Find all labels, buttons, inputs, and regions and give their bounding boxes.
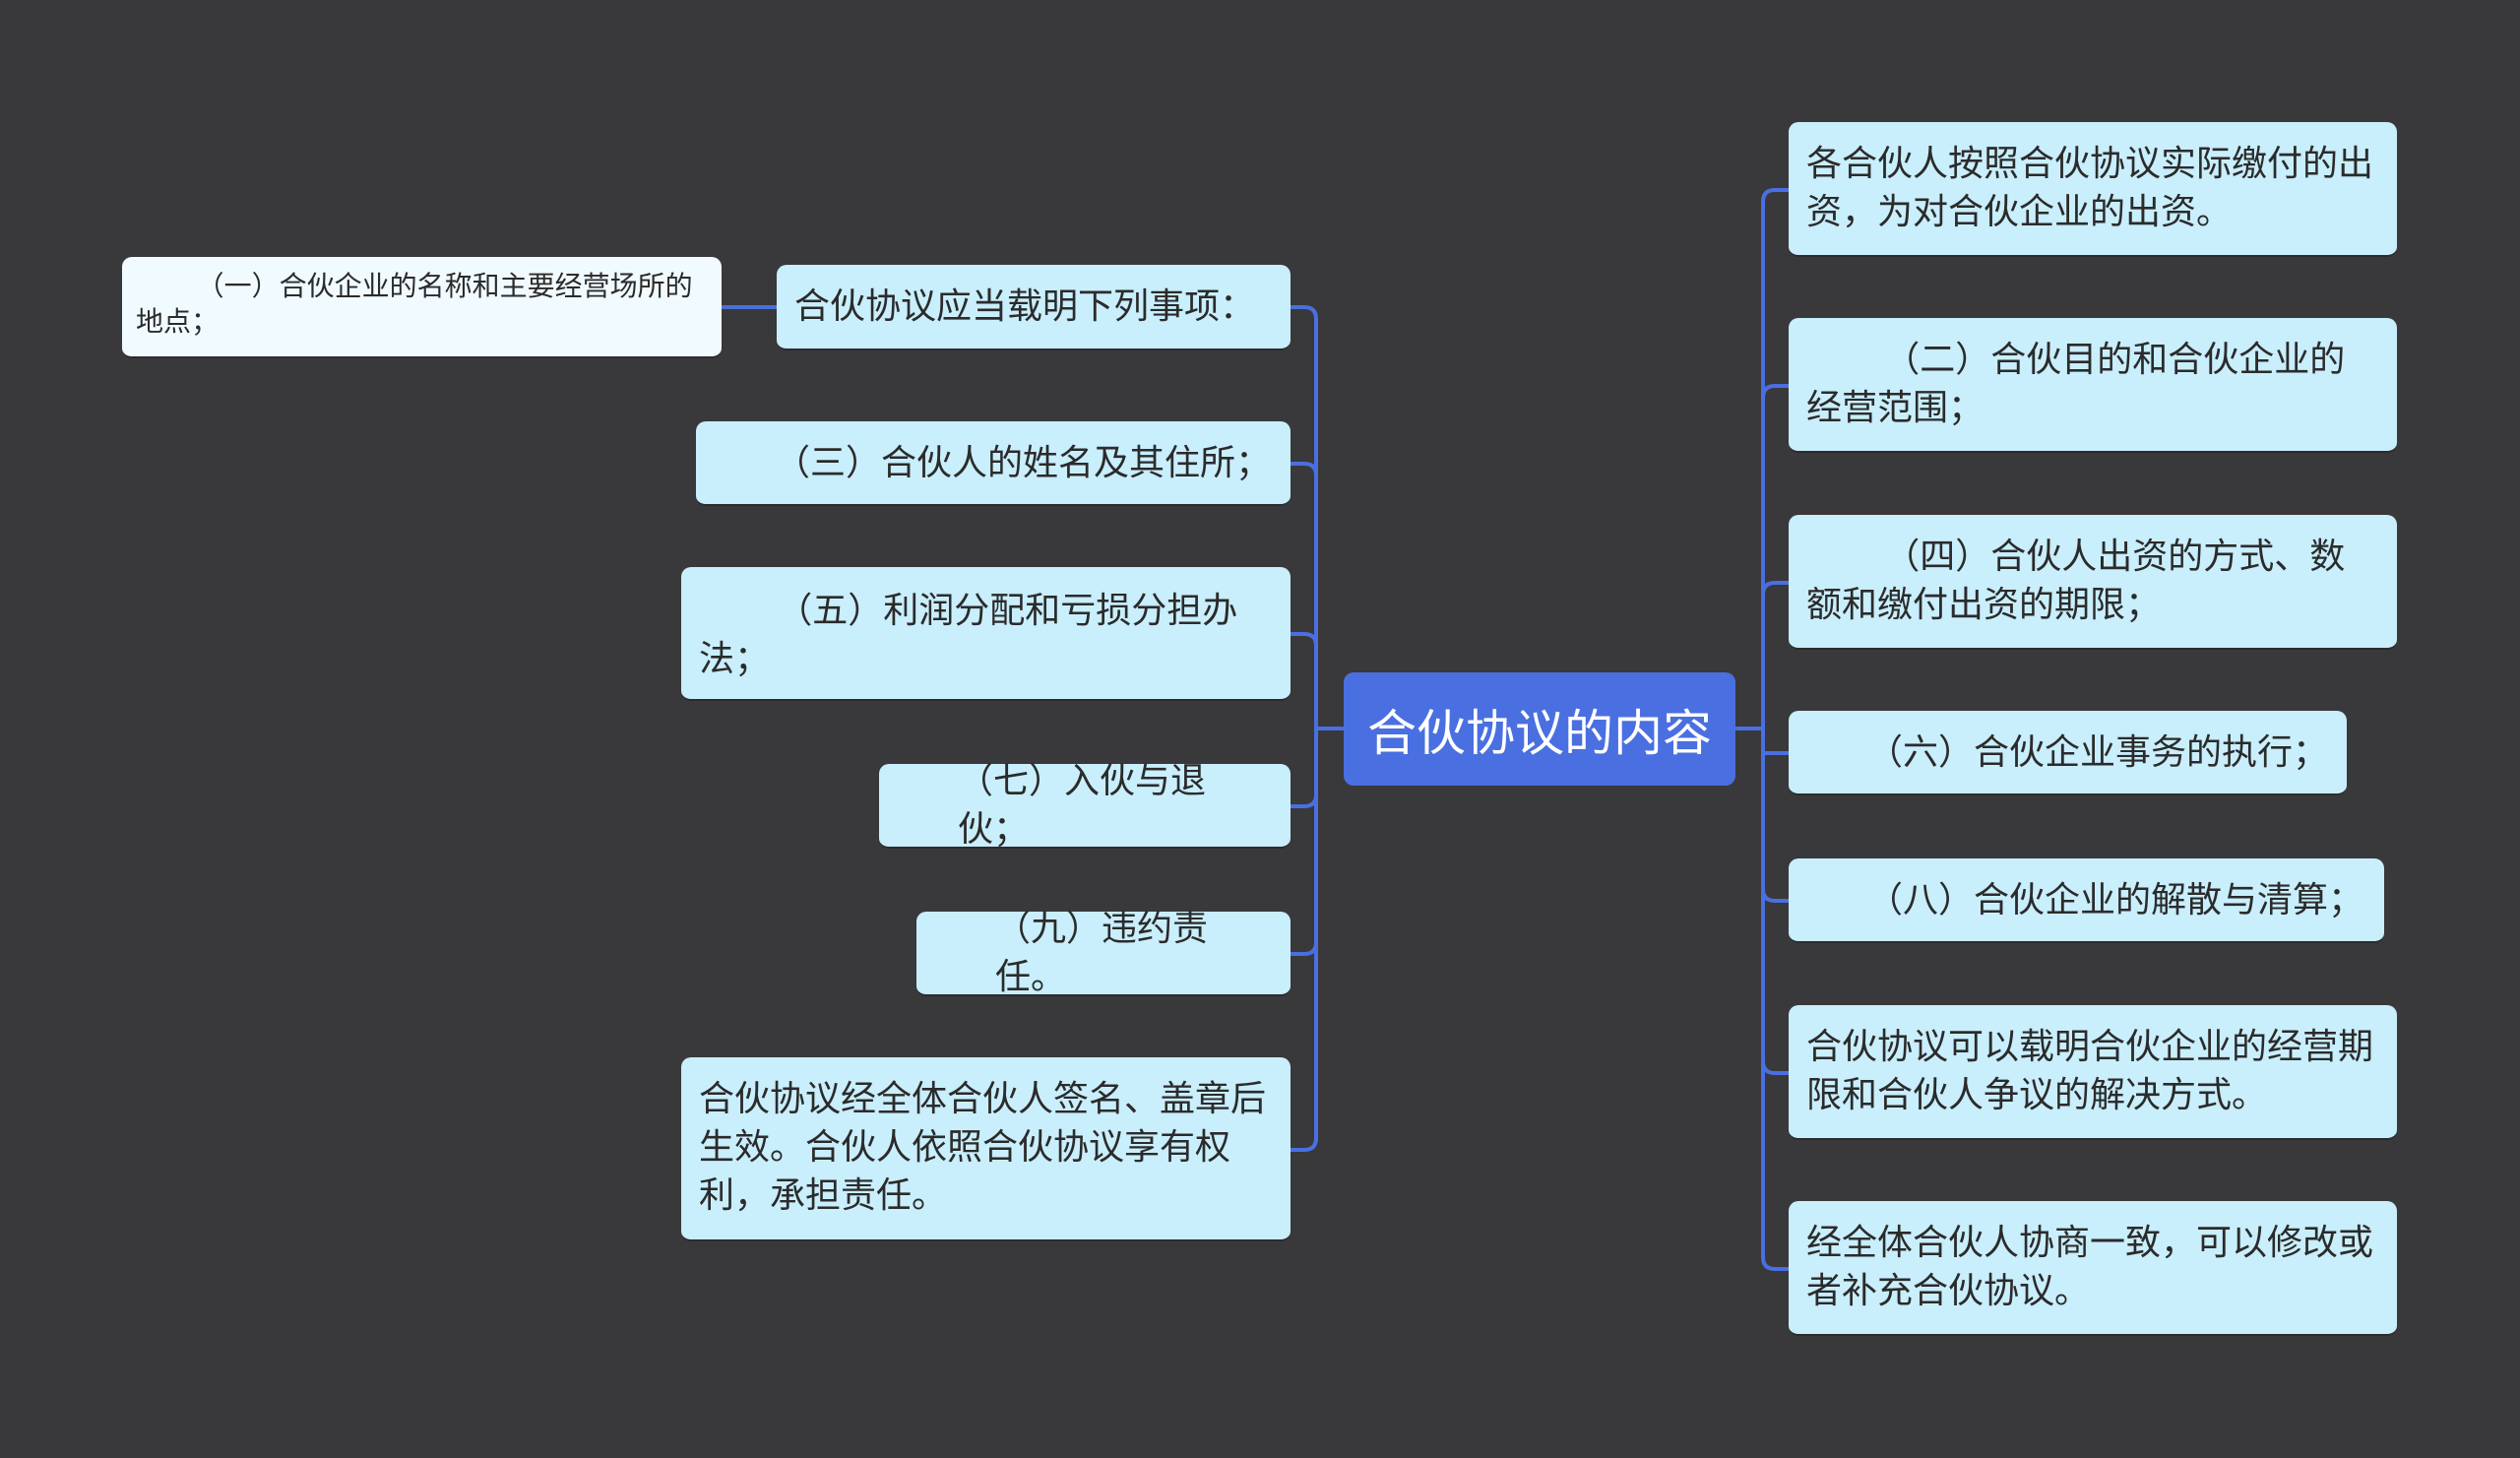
connector-right-4 [1761,888,1789,903]
node-label: 合伙协议应当载明下列事项： [794,286,1256,327]
connector-right-2 [1761,581,1789,596]
right-node-2[interactable]: （四）合伙人出资的方式、数额和缴付出资的期限； [1789,515,2397,650]
node-label: （四）合伙人出资的方式、数额和缴付出资的期限； [1806,537,2346,625]
central-topic-label: 合伙协议的内容 [1367,704,1712,762]
left-node-5[interactable]: （五）利润分配和亏损分担办法； [681,567,1291,701]
connector-left-1 [1291,462,1318,476]
connector-left-3 [1291,793,1318,808]
node-label: （六）合伙企业事务的执行； [1867,731,2329,773]
node-label: 经全体合伙人协商一致，可以修改或者补充合伙协议。 [1806,1223,2374,1311]
left-node-effect[interactable]: 合伙协议经全体合伙人签名、盖章后生效。合伙人依照合伙协议享有权利，承担责任。 [681,1057,1291,1241]
left-sub-node[interactable]: （一）合伙企业的名称和主要经营场所的地点； [122,257,722,358]
right-node-5[interactable]: 合伙协议可以载明合伙企业的经营期限和合伙人争议的解决方式。 [1789,1005,2397,1140]
node-label: 合伙协议可以载明合伙企业的经营期限和合伙人争议的解决方式。 [1806,1027,2374,1115]
right-node-4[interactable]: （八）合伙企业的解散与清算； [1789,858,2384,943]
node-label: （九）违约责任。 [995,909,1209,997]
left-branch-parent[interactable]: 合伙协议应当载明下列事项： [777,265,1291,350]
connector-right-1 [1761,384,1789,399]
node-label: 合伙协议经全体合伙人签名、盖章后生效。合伙人依照合伙协议享有权利，承担责任。 [699,1079,1267,1216]
right-node-1[interactable]: （二）合伙目的和合伙企业的经营范围； [1789,318,2397,453]
central-topic[interactable]: 合伙协议的内容 [1344,672,1735,786]
left-node-3[interactable]: （三）合伙人的姓名及其住所； [696,421,1291,506]
node-label: （七）入伙与退伙； [958,761,1207,850]
left-node-9[interactable]: （九）违约责任。 [916,909,1291,997]
connector-right-0 [1761,188,1789,1271]
node-label: （八）合伙企业的解散与清算； [1867,879,2364,920]
connector-right-5 [1761,1060,1789,1075]
node-label: 各合伙人按照合伙协议实际缴付的出资，为对合伙企业的出资。 [1806,144,2374,232]
node-label: （五）利润分配和亏损分担办法； [699,591,1238,679]
connector-left-4 [1291,941,1318,956]
right-node-3[interactable]: （六）合伙企业事务的执行； [1789,711,2347,795]
node-label: （二）合伙目的和合伙企业的经营范围； [1806,340,2346,428]
node-label: （一）合伙企业的名称和主要经营场所的地点； [136,270,693,338]
right-node-0[interactable]: 各合伙人按照合伙协议实际缴付的出资，为对合伙企业的出资。 [1789,122,2397,257]
left-node-7[interactable]: （七）入伙与退伙； [879,761,1291,850]
connector-left-0 [1291,305,1318,1152]
right-node-6[interactable]: 经全体合伙人协商一致，可以修改或者补充合伙协议。 [1789,1201,2397,1336]
node-label: （三）合伙人的姓名及其住所； [775,442,1272,483]
connector-left-2 [1291,632,1318,647]
